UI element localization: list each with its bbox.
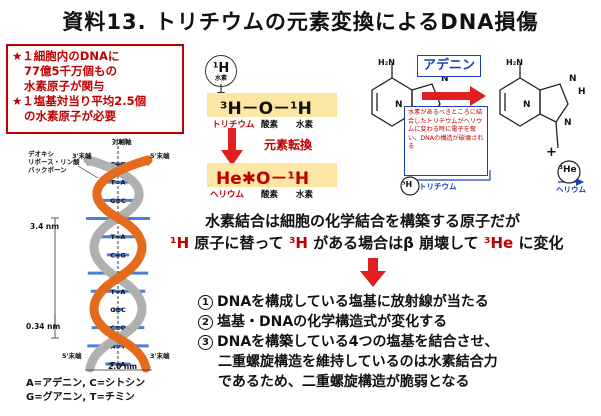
hydrogen-facts-box: ★１細胞内のDNAに 77億5千万個もの 水素原子が関与 ★１塩基対当り平均2.… xyxy=(6,44,184,134)
tritiated-water-formula: ³H－O－¹H xyxy=(220,99,312,119)
hydrogen-label-1: 水素 xyxy=(296,120,314,130)
oxygen-label-1: 酸素 xyxy=(261,120,279,130)
adenine-helium-label: ヘリウム xyxy=(556,185,586,194)
hydrogen-label-2: 水素 xyxy=(296,190,314,200)
base-pair-label: T=A xyxy=(111,288,126,296)
atom-n-top-right: N xyxy=(569,74,577,84)
tritium-label: トリチウム xyxy=(212,120,255,130)
helix-end-5-top: 5'末端 xyxy=(150,152,170,160)
atom-n-left: N xyxy=(395,100,403,110)
adenine-tritium-label: トリチウム xyxy=(419,182,457,191)
legend-line-2: G=グアニン, T=チミン xyxy=(26,392,135,403)
helix-end-3-bottom: 3'末端 xyxy=(150,352,170,360)
atom-n-right: N xyxy=(523,100,531,110)
dim-034-label: 0.34 nm xyxy=(26,322,61,331)
list-item-3-cont-1: 二重螺旋構造を維持しているのは水素結合力 xyxy=(218,354,498,370)
hydrogen-atom-symbol: ¹H 水素 xyxy=(205,55,237,87)
fact-line-5: の水素原子が必要 xyxy=(24,109,116,123)
page-title: 資料13. トリチウムの元素変換によるDNA損傷 xyxy=(62,10,539,34)
adenine-right-molecule xyxy=(499,64,569,149)
base-pair-label: A=T xyxy=(111,342,126,350)
conversion-arrow-icon xyxy=(221,128,243,166)
strand-front xyxy=(89,155,153,373)
base-pair-label: C≡G xyxy=(110,161,126,169)
fact-line-3: 水素原子が関与 xyxy=(24,79,105,93)
base-pair-label: T=A xyxy=(111,233,126,241)
element-conversion-label: 元素転換 xyxy=(264,138,313,152)
adenine-note: 水素があるべきところに結合したトリチウムがヘリウムに変わる時に電子を奪い、DNA… xyxy=(404,106,488,176)
backbone-label: デオキシ リボース・リン酸 バックボーン xyxy=(28,150,80,174)
atom-h-right: H xyxy=(578,87,586,97)
plus-sign: + xyxy=(546,145,557,160)
base-pair-label: G≡C xyxy=(110,197,126,205)
explanation-line-2: ¹H 原子に替って ³H がある場合はβ 崩壊して ³He に変化 xyxy=(170,234,564,252)
dim-20-label: 2.0 nm xyxy=(108,362,138,371)
nh2-right: H₂N xyxy=(506,58,523,67)
helix-end-5-bottom: 5'末端 xyxy=(62,352,82,360)
explanation-line-1: 水素結合は細胞の化学結合を構築する原子だが xyxy=(205,212,521,230)
dna-helix-diagram: C≡GT=AG≡CA=TT=AC≡GG≡CT=AG≡CC≡GA=TT=A xyxy=(51,138,153,373)
atom-n-bottom-right: N xyxy=(564,118,572,128)
legend-line-1: A=アデニン, C=シトシン xyxy=(26,378,146,389)
fact-line-1: ★１細胞内のDNAに xyxy=(12,49,120,63)
adenine-arrow xyxy=(422,92,472,100)
atom-n-top-left: N xyxy=(441,74,449,84)
helix-end-3-top: 3'末端 xyxy=(72,152,92,160)
helium-formula: He✱O－¹H xyxy=(216,169,310,189)
tritiated-water-band xyxy=(207,93,337,117)
helium-circle xyxy=(557,160,581,184)
tritium-circle xyxy=(400,176,420,196)
oxygen-label-2: 酸素 xyxy=(261,190,279,200)
nh2-left: H₂N xyxy=(378,58,395,67)
base-pair-label: T=A xyxy=(111,179,126,187)
helix-axis-label: 対軸軸 xyxy=(112,138,132,146)
base-pair-label: C≡G xyxy=(110,251,126,259)
helium-label: ヘリウム xyxy=(210,190,245,200)
adenine-structures xyxy=(371,64,584,196)
base-pair-label: T=A xyxy=(111,361,126,369)
helium-band xyxy=(207,163,337,187)
fact-line-4: ★１塩基対当り平均2.5個 xyxy=(12,94,147,108)
base-pair-label: G≡C xyxy=(110,306,126,314)
hydrogen-atom-label: 水素 xyxy=(214,75,227,82)
dim-34-label: 3.4 nm xyxy=(30,222,60,231)
tritium-mark: ³H xyxy=(402,180,413,189)
list-item-3-cont-2: であるため、二重螺旋構造が脆弱となる xyxy=(218,374,470,390)
result-arrow-icon xyxy=(360,258,386,287)
base-legend: A=アデニン, C=シトシン G=グアニン, T=チミン xyxy=(26,377,145,405)
base-pair-label: C≡G xyxy=(110,324,126,332)
helium-mark: ³He xyxy=(559,165,577,175)
strand-back xyxy=(83,155,147,373)
fact-line-2: 77億5千万個もの xyxy=(24,64,118,78)
adenine-label: アデニン xyxy=(417,55,481,77)
